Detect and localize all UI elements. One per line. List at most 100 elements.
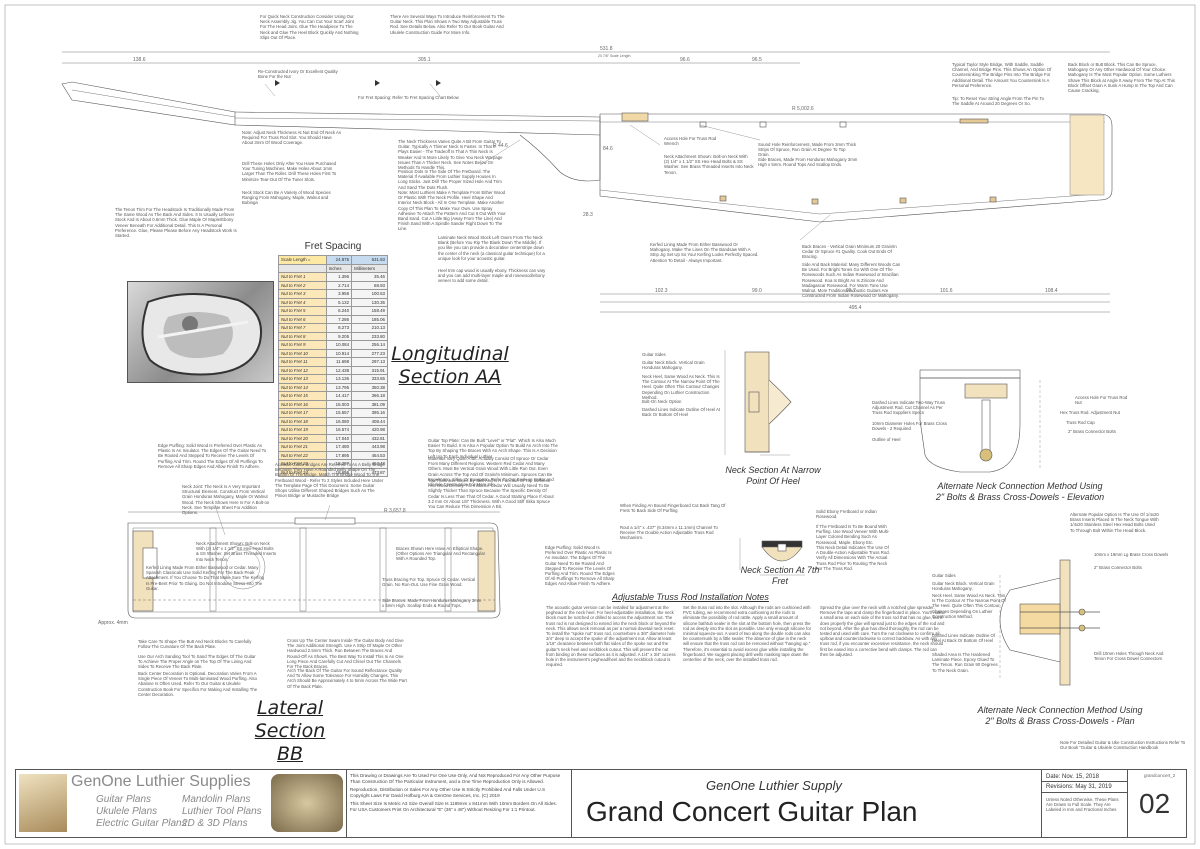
note-outline-heel: Outline of Heel <box>872 437 901 442</box>
fret-mm: 158.49 <box>351 306 388 316</box>
note-back-braces: Back Braces - Vertical Grain Minimum 20 … <box>802 244 897 260</box>
fret-label: Nut to Fret 1 <box>278 272 327 282</box>
fret-label: Nut to Fret 17 <box>278 408 327 418</box>
plan-2d3d: 2D & 3D Plans <box>182 818 248 829</box>
note-access-hole: Access Hole For Truss Rod Wrench <box>664 136 717 147</box>
scale-inches: 24.875 <box>325 255 353 265</box>
note-bolt-on: Bolt-On Neck Option <box>642 399 682 404</box>
note-truss-bracing: Truss Bracing For Top. Spruce Or Cedar. … <box>382 577 476 588</box>
lateral-section-title: Lateral Section BB <box>254 697 326 765</box>
fret-mm: 185.06 <box>351 314 388 324</box>
fret-label: Nut to Fret 22 <box>278 450 327 460</box>
fret-mm: 350.38 <box>351 382 388 392</box>
fret-label: Nut to Fret 20 <box>278 433 327 443</box>
note-back-arch: Arch The Back Of The Guitar For Sound Re… <box>287 668 407 689</box>
fret-mm: 432.81 <box>351 433 388 443</box>
fret-mm: 333.65 <box>351 374 388 384</box>
note-brass-bolts: 2" Brass Connector Bolts <box>1068 429 1116 434</box>
note-truss-adjustment: Dashed Lines Indicate Two-Way Truss Adju… <box>872 400 946 416</box>
note-block-curvature: Take Care To Shape The Butt And Neck Blo… <box>138 639 252 650</box>
fret-mm: 233.80 <box>351 331 388 341</box>
jig-image <box>271 774 343 832</box>
guitar-body-photo <box>127 281 274 383</box>
dim-r3657: R 3,657.8 <box>384 508 406 514</box>
note-construction-book: Note For Detailed Guitar & Uke Construct… <box>1060 740 1186 751</box>
fret-inches: 10.084 <box>325 340 353 350</box>
note-headstock-veneer: The Tenon Trim For The Headstock Is Trad… <box>115 207 237 239</box>
heel-outline <box>519 134 601 182</box>
note-fretboard-binding: If The Fretboard Is To Be Bound With Pur… <box>816 524 890 545</box>
fret-inches: 2.714 <box>325 280 353 290</box>
note-edge-purfling: Edge Purfling: Solid Wood Is Preferred O… <box>158 443 267 469</box>
note-side-braces-2: Side Braces. Made From Honduras Mahogany… <box>382 598 482 609</box>
fret-label: Nut to Fret 10 <box>278 348 327 358</box>
dim-96-5: 96.5 <box>752 57 762 63</box>
fret-inches: 11.698 <box>325 357 353 367</box>
note-kerfed-lining-2: Kerfed Lining Made From Either Basswood … <box>146 565 265 591</box>
note-top-thickness: Top Thickness Varies By Well And Is A Fu… <box>428 478 554 510</box>
date: Date: Nov. 15, 2018 <box>1046 774 1099 780</box>
note-access-truss-nut: Access Hole For Truss Rod Nut <box>1075 395 1128 406</box>
note-fret-spacing: For Fret Spacing: Refer To Fret Spacing … <box>358 95 459 100</box>
note-center-seam: Cross Up The Center Seam Inside The Guit… <box>287 638 404 670</box>
dim-28-3: 28.3 <box>583 212 593 218</box>
scale-mm: 631.83 <box>351 255 388 265</box>
body-photo-graphic <box>141 293 262 376</box>
note-neck-heel-2: Neck Heel. Same Wood As Neck. This Is Th… <box>932 593 1006 619</box>
note-side-back-material: Side And Back Material: Many Different W… <box>802 262 901 299</box>
fret-inches: 5.132 <box>325 297 353 307</box>
dim-r5002: R 5,002.6 <box>792 106 814 112</box>
fret-label: Nut to Fret 15 <box>278 391 327 401</box>
lateral-body-outline <box>127 522 501 619</box>
fret-grid: Scale Length = 24.875 631.83 Inches Mill… <box>278 255 388 477</box>
note-guitar-top: Guitar Top Plate: Can Be Built "Level" o… <box>428 438 558 459</box>
note-acoustic-bridge: Acoustic Guitar Bridges Are Referred To … <box>275 462 385 499</box>
fret-inches: 16.080 <box>325 416 353 426</box>
fret-inches: 15.557 <box>325 408 353 418</box>
note-hex-truss: Hex Truss Rod. Adjustment Nut <box>1060 410 1120 415</box>
note-neck-block: Guitar Neck Block. Vertical Grain Hondur… <box>642 360 705 371</box>
dim-138-6: 138.6 <box>133 57 146 63</box>
fret-inches: 17.480 <box>325 442 353 452</box>
note-shaded-laminate: Shaded Area Is The Hardened Laminate Pie… <box>932 652 998 673</box>
fret-mm: 100.53 <box>351 289 388 299</box>
fret-inches: 18.656 <box>325 467 353 477</box>
fret-mm: 473.87 <box>351 467 388 477</box>
fret-inches: 10.914 <box>325 348 353 358</box>
revision-date: Revisions: May 31, 2019 <box>1046 784 1112 790</box>
fret-inches: 16.574 <box>325 425 353 435</box>
note-neck-attachment: Neck Attachment Shown: Bolt-on Neck With… <box>664 154 754 175</box>
legal-notice: This Drawing or Drawings Are To Used For… <box>350 773 561 812</box>
fret-inches: 9.205 <box>325 331 353 341</box>
note-guitar-sides: Guitar Sides <box>642 352 666 357</box>
scale-length-row: Scale Length = 24.875 631.83 <box>278 255 388 265</box>
fret-mm: 454.53 <box>351 450 388 460</box>
note-truss-channel: Rout a 1/4" x .437" (6.34mm x 11.1mm) Ch… <box>620 525 718 541</box>
fret-label: Nut to Fret 18 <box>278 416 327 426</box>
note-neck-block-2: Guitar Neck Block. Vertical Grain Hondur… <box>932 581 995 592</box>
fret-label: Nut to Fret 13 <box>278 374 327 384</box>
note-neck-stock: Neck Stock Can Be A Variety of Wood Spec… <box>242 190 331 206</box>
dim-108-4: 108.4 <box>1045 288 1058 294</box>
note-neck-thickness: The Neck Thickness Varies Quite A Bit Fr… <box>398 139 503 171</box>
note-alt-option: Alternate Popular Option Is The Use Of 1… <box>1070 512 1159 533</box>
dim-approx: Approx. 4mm <box>98 620 128 626</box>
fret-mm: 381.09 <box>351 399 388 409</box>
fret-mm: 443.98 <box>351 442 388 452</box>
fret-spacing-table: Fret Spacing Scale Length = 24.875 631.8… <box>278 241 388 477</box>
fret-mm: 297.13 <box>351 357 388 367</box>
dim-96-7: 96.7 <box>846 288 856 294</box>
fret-inches: 14.417 <box>325 391 353 401</box>
note-truss-cap: Truss Rod Cap <box>1066 420 1095 425</box>
body-outline <box>599 113 1113 223</box>
